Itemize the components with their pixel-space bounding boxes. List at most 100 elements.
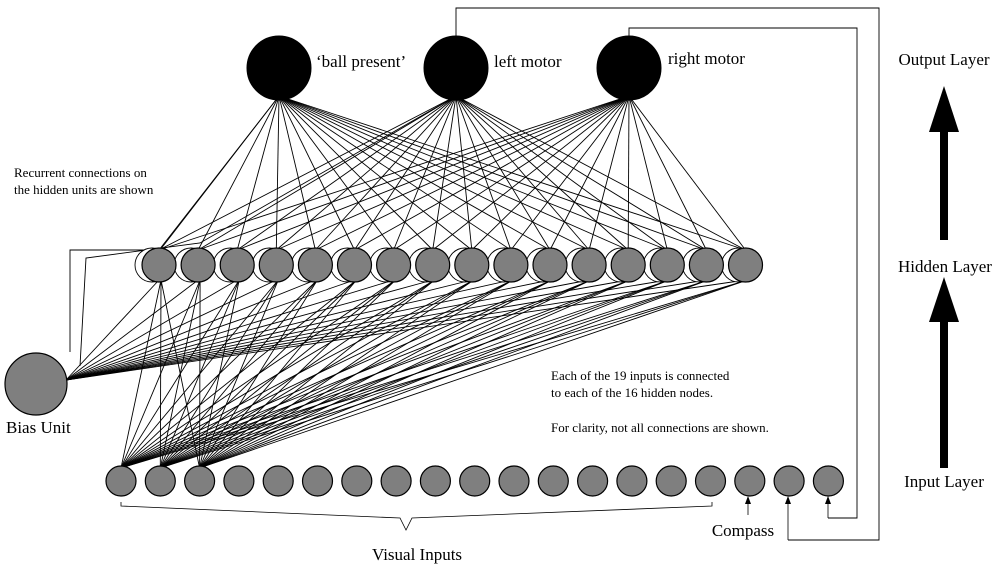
recurrent-link [69, 95, 280, 352]
bias-hidden-link [65, 279, 160, 381]
bias-hidden-link [65, 279, 629, 381]
output-hidden-link [278, 95, 707, 251]
bias-unit-node [4, 352, 68, 416]
hidden-node [688, 247, 725, 283]
visual-input-node [105, 465, 137, 497]
output-hidden-link [197, 95, 280, 251]
hidden-node [532, 247, 568, 283]
hidden-to-output-arrow [929, 86, 959, 240]
hidden-node [571, 247, 607, 283]
hidden-input-link [199, 279, 240, 469]
input-layer-nodes [105, 465, 845, 497]
output-hidden-link [455, 95, 629, 251]
hidden-input-link [199, 279, 709, 469]
visual-input-node [301, 465, 334, 497]
output-hidden-link [628, 95, 668, 251]
output-hidden-link [393, 95, 630, 251]
output-hidden-link [549, 95, 630, 251]
hidden-node [336, 247, 373, 283]
hidden-layer-label: Hidden Layer [898, 257, 992, 276]
ball-present-node [246, 35, 312, 101]
left-motor-label: left motor [494, 52, 562, 71]
output-hidden-link [278, 95, 355, 251]
output-hidden-link [455, 95, 707, 251]
input-layer-label: Input Layer [904, 472, 984, 491]
output-layer-nodes [246, 35, 662, 101]
hidden-input-link [199, 279, 553, 469]
visual-inputs-brace [120, 502, 713, 531]
output-hidden-link [455, 95, 746, 251]
output-hidden-link [276, 95, 457, 251]
bias-hidden-link [65, 279, 746, 381]
bias-unit-label: Bias Unit [6, 418, 71, 437]
output-hidden-link [275, 95, 280, 251]
output-hidden-link [432, 95, 457, 251]
output-hidden-link [197, 95, 457, 251]
output-hidden-link [158, 95, 630, 251]
output-layer-label: Output Layer [898, 50, 989, 69]
hidden-input-link [120, 279, 162, 469]
compass-input-node [773, 465, 805, 497]
output-hidden-link [455, 95, 473, 251]
hidden-node [180, 247, 216, 283]
visual-inputs-label: Visual Inputs [372, 545, 462, 564]
output-hidden-link [628, 95, 707, 251]
output-hidden-link [278, 95, 316, 251]
visual-input-node [576, 465, 609, 497]
output-hidden-link [276, 95, 630, 251]
bias-hidden-link [65, 279, 668, 381]
output-hidden-link [237, 95, 630, 251]
bias-hidden-link [65, 279, 511, 381]
output-hidden-link [315, 95, 457, 251]
input-to-hidden-arrow [929, 277, 959, 468]
output-hidden-link [315, 95, 630, 251]
output-hidden-link [432, 95, 630, 251]
output-hidden-link [158, 95, 457, 251]
output-hidden-link [455, 95, 551, 251]
clarity-note: For clarity, not all connections are sho… [551, 420, 769, 435]
hidden-node [493, 247, 529, 283]
output-hidden-link [628, 95, 746, 251]
visual-input-node [184, 465, 216, 497]
visual-input-node [616, 465, 648, 497]
hidden-node [610, 247, 646, 283]
recurrent-note-line2: the hidden units are shown [14, 182, 154, 197]
motor-feedback-connections [455, 7, 880, 541]
ball-present-label: ‘ball present’ [316, 52, 406, 71]
inputs-note-line2: to each of the 16 hidden nodes. [551, 385, 713, 400]
visual-input-node [380, 465, 412, 497]
output-hidden-link [471, 95, 630, 251]
bias-hidden-link [65, 279, 433, 381]
right-motor-label: right motor [668, 49, 745, 68]
output-hidden-link [278, 95, 473, 251]
visual-input-node [341, 465, 373, 497]
output-hidden-link [278, 95, 746, 251]
bias-hidden-link [65, 279, 277, 381]
left-motor-node [423, 35, 489, 101]
bias-connections [65, 279, 746, 381]
right-motor-node [596, 35, 662, 101]
bias-hidden-link [65, 279, 316, 381]
hidden-node [297, 247, 333, 283]
recurrent-note-line1: Recurrent connections on [14, 165, 147, 180]
hidden-node [219, 247, 255, 283]
hidden-node [258, 247, 294, 283]
hidden-input-link [199, 279, 279, 469]
left-motor-feedback-line [455, 7, 880, 541]
inputs-note-line1: Each of the 19 inputs is connected [551, 368, 730, 383]
visual-input-node [498, 465, 530, 497]
hidden-node [649, 247, 685, 283]
hidden-input-link [199, 279, 357, 469]
hidden-input-link [199, 279, 748, 469]
hidden-input-link [160, 279, 201, 469]
output-hidden-connections [158, 95, 746, 251]
bias-hidden-link [65, 279, 199, 381]
hidden-input-link [199, 279, 592, 469]
hidden-input-link [199, 279, 201, 469]
bias-hidden-link [65, 279, 590, 381]
visual-input-node [223, 465, 255, 497]
output-hidden-link [354, 95, 457, 251]
visual-input-node [419, 465, 451, 497]
output-hidden-link [627, 95, 630, 251]
